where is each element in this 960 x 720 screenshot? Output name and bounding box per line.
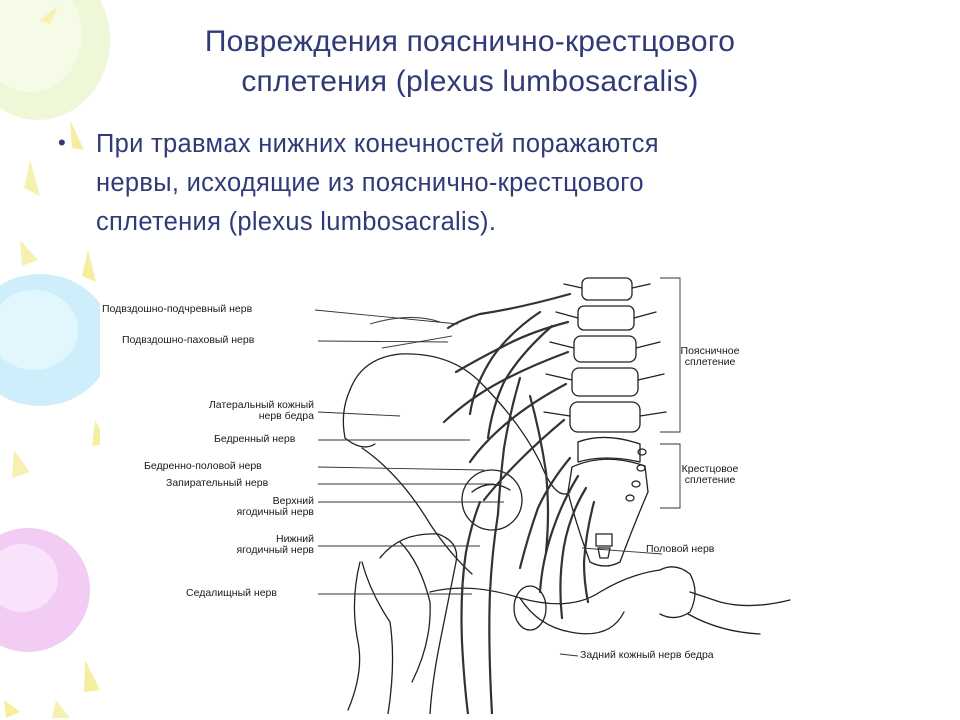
label-lateral-cutaneous-line2: нерв бедра <box>258 410 314 422</box>
anatomy-drawing <box>314 277 791 714</box>
label-sacral-plexus-line1: Крестцовое <box>681 463 739 475</box>
label-ilioinguinal-nerve: Подвздошно-паховый нерв <box>122 334 255 346</box>
lumbosacral-plexus-illustration: Подвздошно-подчревный нерв Подвздошно-па… <box>100 262 795 714</box>
label-lumbar-plexus-line1: Поясничное <box>680 345 740 357</box>
bullet-line-1: При травмах нижних конечностей поражаютс… <box>96 130 659 158</box>
bullet-item: • При травмах нижних конечностей поражаю… <box>58 125 888 242</box>
label-inferior-gluteal-line2: ягодичный нерв <box>236 544 314 556</box>
label-superior-gluteal-nerve: Верхний ягодичный нерв <box>160 496 314 518</box>
femur <box>379 533 458 714</box>
vertebrae <box>543 277 667 567</box>
label-superior-gluteal-line1: Верхний <box>272 495 314 507</box>
label-sacral-plexus: Крестцовое сплетение <box>660 464 760 486</box>
label-lateral-cutaneous-nerve: Латеральный кожный нерв бедра <box>160 400 314 422</box>
sacral-foramina <box>625 448 647 502</box>
label-lumbar-plexus-line2: сплетение <box>684 356 736 368</box>
label-lumbar-plexus: Поясничное сплетение <box>660 346 760 368</box>
label-lateral-cutaneous-line1: Латеральный кожный <box>208 399 314 411</box>
title-line-2: сплетения (plexus lumbosacralis) <box>241 65 699 98</box>
label-sciatic-nerve: Седалищный нерв <box>186 587 277 599</box>
label-iliohypogastric-nerve: Подвздошно-подчревный нерв <box>102 303 253 315</box>
bullet-line-2: нервы, исходящие из пояснично-крестцовог… <box>96 169 644 197</box>
bullet-line-3: сплетения (plexus lumbosacralis). <box>96 208 497 236</box>
label-inferior-gluteal-nerve: Нижний ягодичный нерв <box>160 534 314 556</box>
label-genitofemoral-nerve: Бедренно-половой нерв <box>144 460 262 472</box>
label-sacral-plexus-line2: сплетение <box>684 474 736 486</box>
label-posterior-cutaneous-nerve: Задний кожный нерв бедра <box>580 649 714 661</box>
title-line-1: Повреждения пояснично-крестцового <box>204 25 736 58</box>
label-pudendal-nerve: Половой нерв <box>646 543 715 555</box>
label-superior-gluteal-line2: ягодичный нерв <box>236 506 314 518</box>
label-obturator-nerve: Запирательный нерв <box>166 477 269 489</box>
label-femoral-nerve: Бедренный нерв <box>214 433 296 445</box>
bullet-icon: • <box>58 130 66 155</box>
nerve-iliohypogastric <box>446 292 572 330</box>
slide-title: Повреждения пояснично-крестцового сплете… <box>60 22 880 102</box>
bullet-text: При травмах нижних конечностей поражаютс… <box>96 125 659 242</box>
label-inferior-gluteal-line1: Нижний <box>275 533 314 545</box>
